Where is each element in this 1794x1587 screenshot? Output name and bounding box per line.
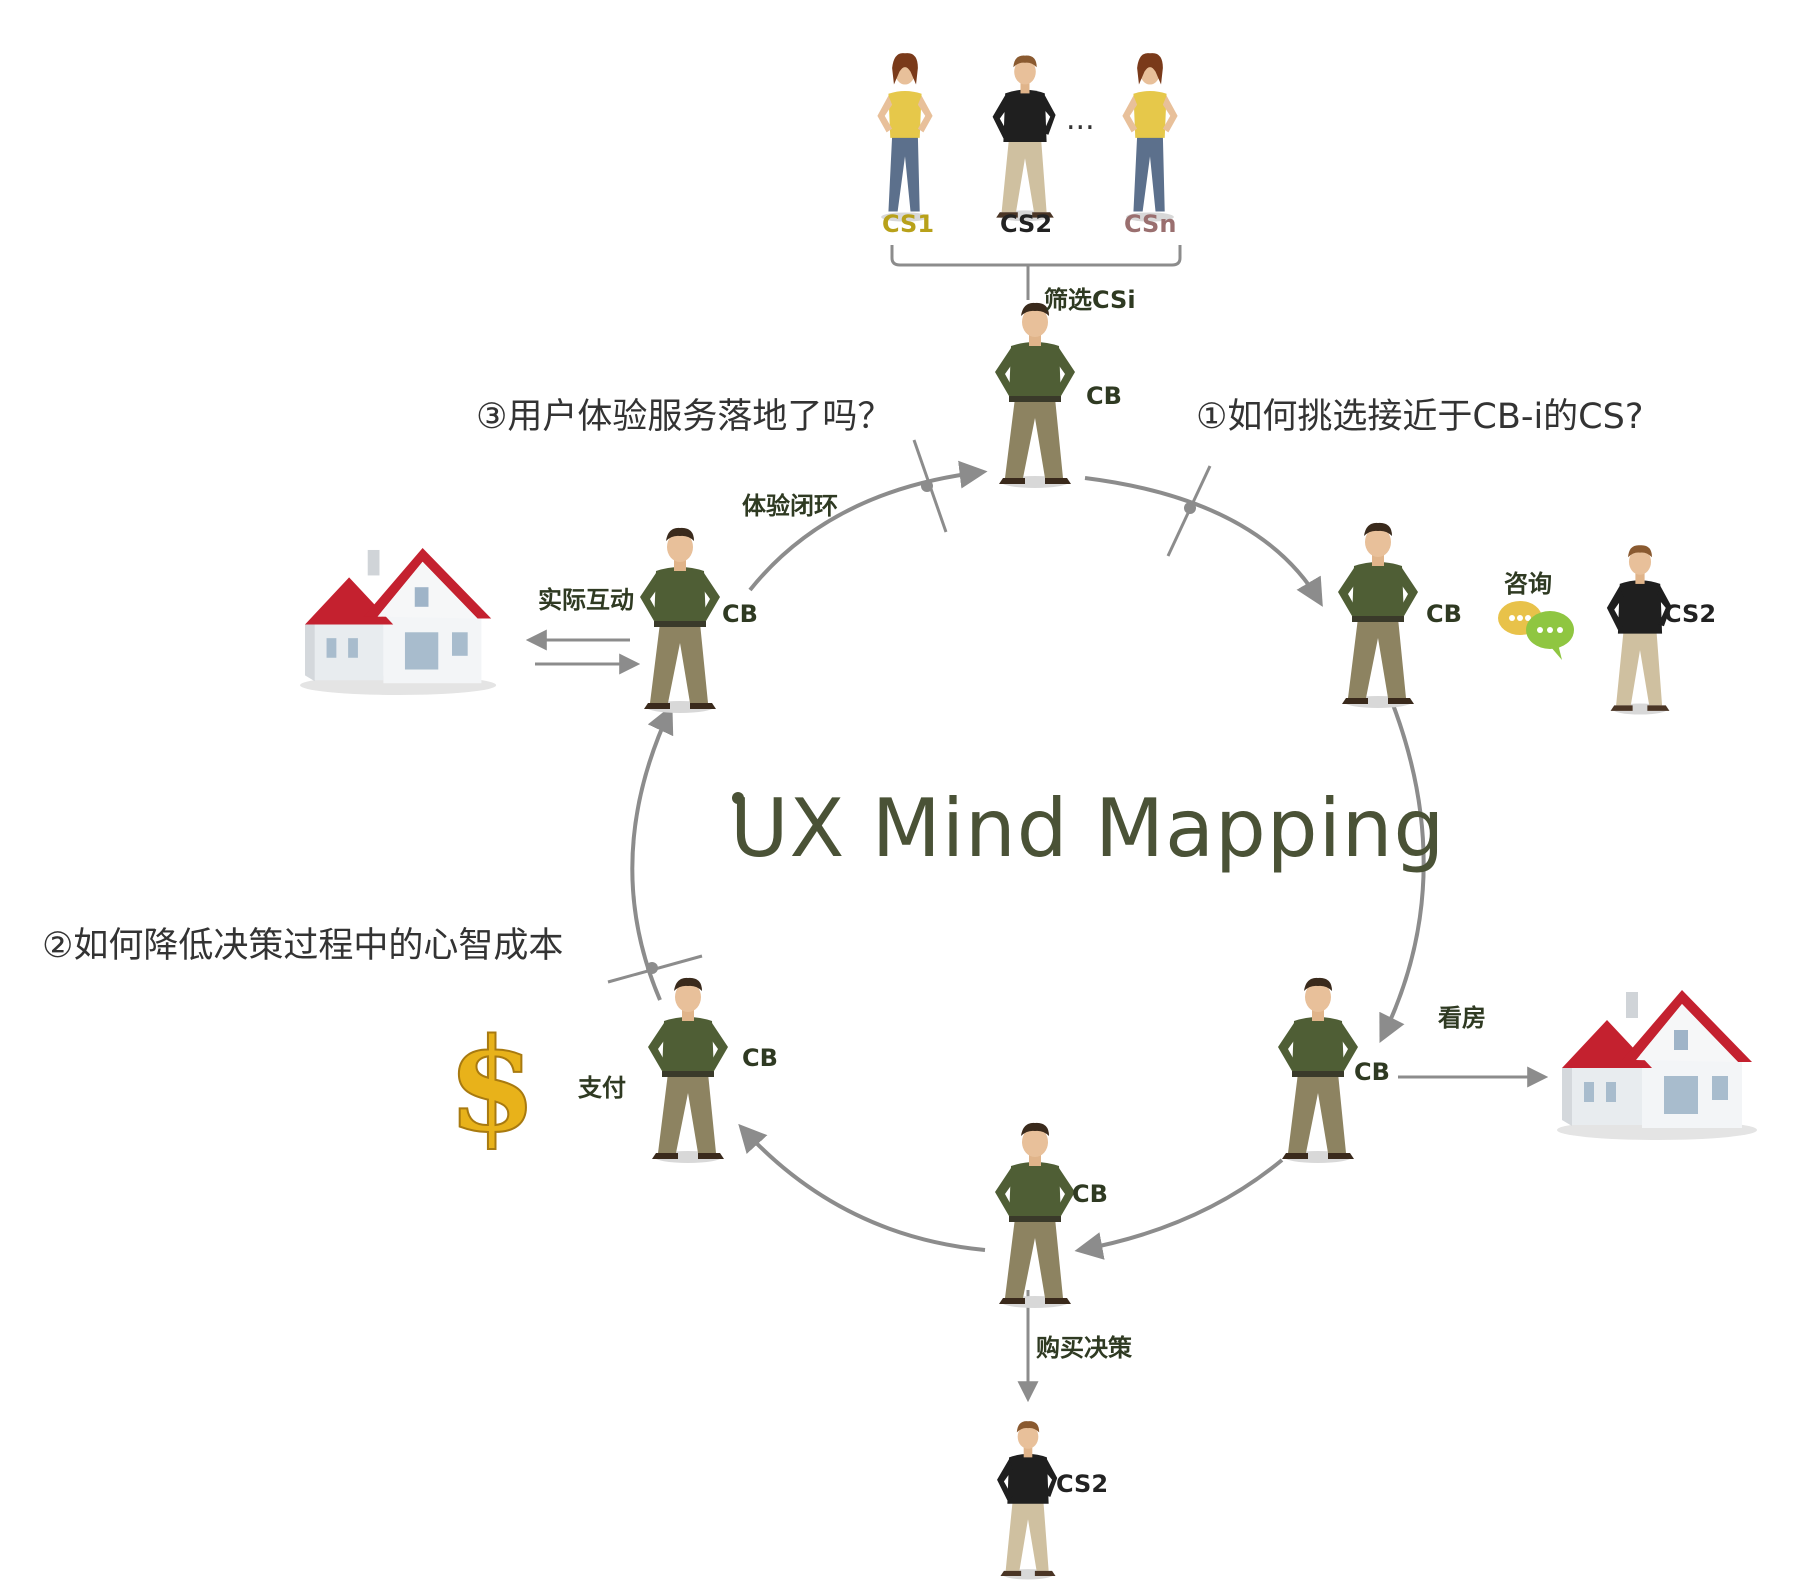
pay-label: 支付 xyxy=(578,1074,626,1102)
chat-bubbles-icon xyxy=(1498,601,1574,660)
arrow-cb-top-to-cb-right xyxy=(1084,476,1323,607)
cb-lower-left-label: CB xyxy=(742,1044,778,1072)
arrow-cb-left-to-cb-top xyxy=(748,460,988,592)
filter-label: 筛选CSi xyxy=(1044,286,1136,314)
closed-loop-label: 体验闭环 xyxy=(742,492,838,520)
title-dot xyxy=(732,792,744,804)
question-2: ②如何降低决策过程中的心智成本 xyxy=(42,926,564,966)
house-left-icon xyxy=(300,548,497,695)
candidate-csn-label: CSn xyxy=(1124,210,1177,238)
cb-bottom-label: CB xyxy=(1072,1180,1108,1208)
candidate-cs2-label: CS2 xyxy=(1000,210,1053,238)
cb-lower-right-label: CB xyxy=(1354,1058,1390,1086)
cb-top-label: CB xyxy=(1086,382,1122,410)
cb-lower-right-figure-icon xyxy=(1278,977,1358,1163)
candidate-bracket xyxy=(890,245,1182,267)
consult-label: 咨询 xyxy=(1504,570,1552,598)
question-3: ③用户体验服务落地了吗？ xyxy=(476,397,893,437)
cb-left-figure-icon xyxy=(640,527,720,713)
svg-text:$: $ xyxy=(447,1011,536,1161)
arrow-cb-bottom-to-cb-lower-left xyxy=(738,1123,986,1252)
cs2-bottom-figure-icon xyxy=(997,1421,1058,1580)
purchase-decision-label: 购买决策 xyxy=(1036,1334,1132,1362)
cb-left-label: CB xyxy=(722,600,758,628)
question-1: ①如何挑选接近于CB-i的CS? xyxy=(1196,397,1644,437)
arrow-cb-lower-left-to-cb-left xyxy=(630,704,674,1001)
cycle-arrows xyxy=(525,245,1549,1403)
cb-right-label: CB xyxy=(1426,600,1462,628)
interact-label: 实际互动 xyxy=(538,586,634,614)
view-house-label: 看房 xyxy=(1438,1004,1486,1032)
candidate-cs1-figure-icon xyxy=(877,53,933,222)
cs2-bottom-label: CS2 xyxy=(1056,1470,1109,1498)
cb-top-figure-icon xyxy=(995,302,1075,488)
house-right-icon xyxy=(1557,990,1757,1140)
candidate-cs1-label: CS1 xyxy=(882,210,935,238)
cb-bottom-figure-icon xyxy=(995,1122,1075,1308)
cb-lower-left-figure-icon xyxy=(648,977,728,1163)
candidate-ellipsis: ... xyxy=(1066,102,1095,137)
cs2-right-figure-icon xyxy=(1606,545,1672,715)
diagram-title: UX Mind Mapping xyxy=(730,782,1446,875)
cs2-right-label: CS2 xyxy=(1664,600,1717,628)
dollar-icon: $ xyxy=(446,1010,537,1162)
arrow-cb-right-to-cb-lower-right xyxy=(1379,701,1426,1044)
cb-right-figure-icon xyxy=(1338,522,1418,708)
candidate-cs2-figure-icon xyxy=(992,55,1056,222)
candidate-csn-figure-icon xyxy=(1122,53,1178,222)
arrow-cb-lower-right-to-cb-bottom xyxy=(1074,1158,1284,1260)
